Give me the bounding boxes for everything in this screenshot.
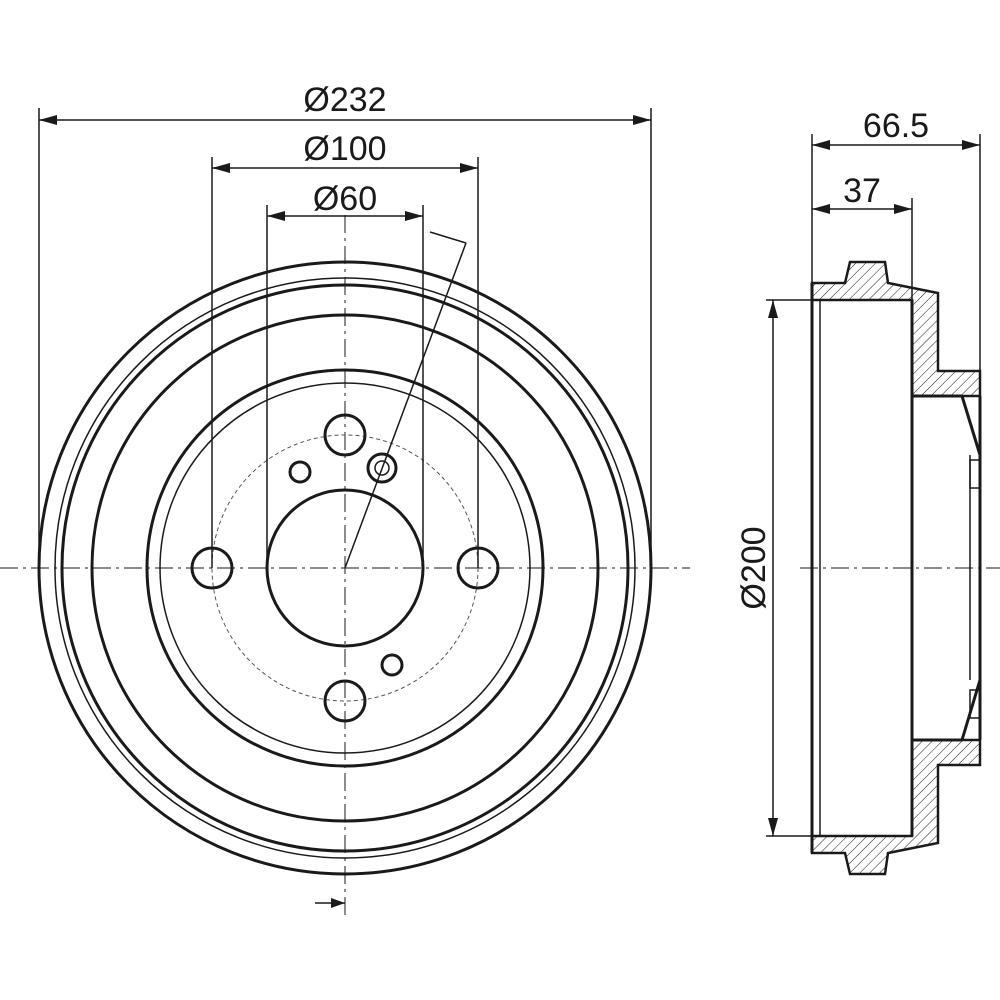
bolt-hole-top bbox=[323, 413, 367, 457]
dim-100-arrow-right bbox=[460, 163, 478, 173]
hub-stud-bottom bbox=[969, 689, 981, 719]
bolt-hole-bottom bbox=[323, 679, 367, 723]
locating-pin-hole-outer bbox=[366, 452, 398, 484]
dim-60-arrow-left bbox=[267, 211, 285, 221]
hub-face-line bbox=[960, 395, 982, 456]
locating-pin-hole-inner bbox=[374, 460, 390, 476]
drum-rim-edge bbox=[60, 283, 630, 853]
hub-flange-inner bbox=[159, 382, 531, 754]
pin-hole-leader-tick bbox=[429, 231, 467, 244]
dim-37-arrow-right bbox=[894, 204, 912, 214]
dim-66-5-arrow-right bbox=[962, 140, 980, 150]
top-section-hatch bbox=[810, 260, 982, 398]
dim-37-arrow-left bbox=[812, 204, 830, 214]
hub-stud-top bbox=[969, 459, 981, 489]
bottom-section-hatch bbox=[810, 738, 982, 876]
dim-100-arrow-left bbox=[212, 163, 230, 173]
dim-60-label: Ø60 bbox=[313, 180, 377, 218]
dim-37-label: 37 bbox=[843, 172, 881, 210]
side-view: 66.5 37 Ø200 bbox=[735, 107, 1000, 876]
hub-flange-outer bbox=[145, 368, 545, 768]
dim-232-arrow-left bbox=[39, 115, 57, 125]
dim-232-arrow-right bbox=[633, 115, 651, 125]
dim-200-label: Ø200 bbox=[735, 526, 773, 609]
dim-232-label: Ø232 bbox=[303, 81, 386, 119]
threaded-hole-upper-left bbox=[288, 460, 312, 484]
dim-200-arrow-bottom bbox=[768, 818, 778, 836]
drum-outer-rim-inner bbox=[54, 277, 636, 859]
pin-hole-leader-line bbox=[344, 242, 467, 569]
drum-braking-surface bbox=[90, 313, 600, 823]
hub-face-line-lower bbox=[960, 679, 982, 741]
dim-200-arrow-top bbox=[768, 300, 778, 318]
front-view: Ø232 Ø100 Ø60 bbox=[0, 81, 690, 915]
dim-66-5-label: 66.5 bbox=[863, 107, 929, 145]
bottom-marker-arrow bbox=[331, 898, 345, 908]
dim-66-5-arrow-left bbox=[812, 140, 830, 150]
dim-60-arrow-right bbox=[405, 211, 423, 221]
threaded-hole-lower-right bbox=[380, 653, 404, 677]
dim-100-label: Ø100 bbox=[303, 130, 386, 168]
